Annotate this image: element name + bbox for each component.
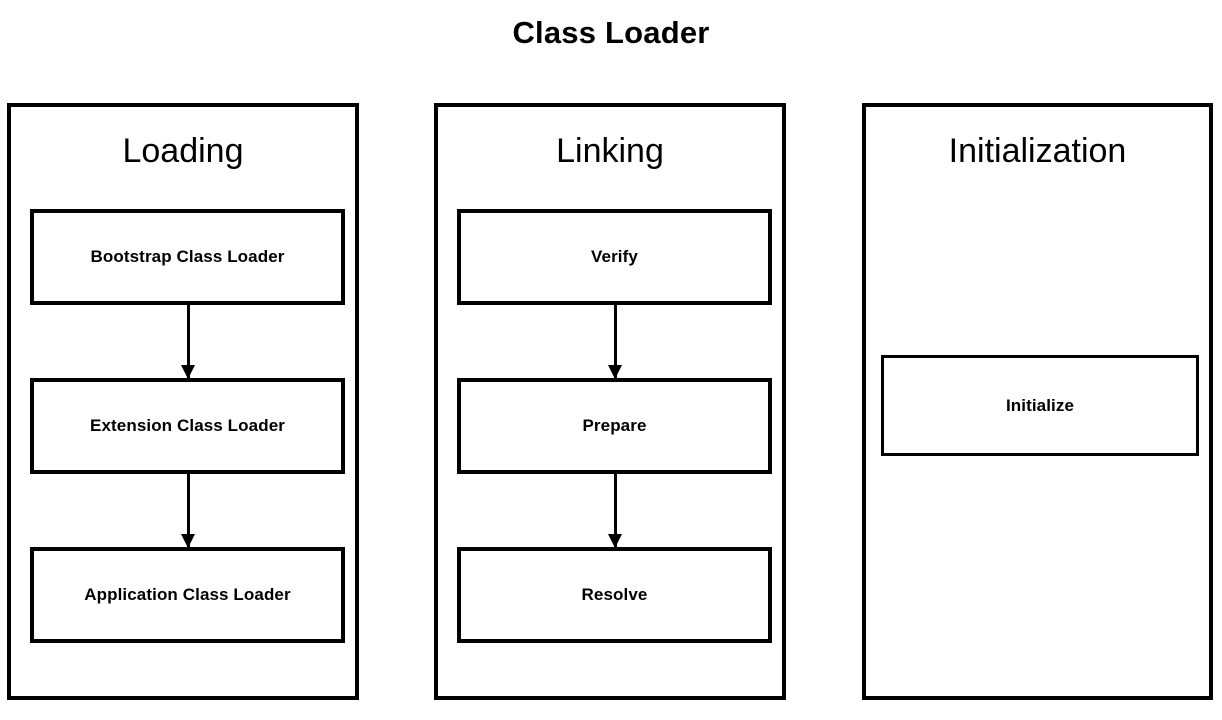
arrow-down-icon	[181, 474, 195, 548]
step-box-extension-class-loader: Extension Class Loader	[30, 378, 345, 474]
arrow-shaft	[614, 474, 617, 547]
arrow-down-icon	[181, 305, 195, 379]
phase-header-initialization: Initialization	[948, 132, 1127, 170]
arrow-shaft	[187, 305, 190, 378]
arrow-head	[608, 534, 622, 548]
phase-header-loading: Loading	[122, 132, 244, 170]
step-box-initialize: Initialize	[881, 355, 1199, 456]
step-label: Prepare	[582, 416, 647, 435]
arrow-down-icon	[608, 305, 622, 379]
step-label: Verify	[591, 247, 638, 266]
step-label: Application Class Loader	[84, 585, 291, 604]
arrow-head	[608, 365, 622, 379]
step-label: Resolve	[581, 585, 648, 604]
step-box-bootstrap-class-loader: Bootstrap Class Loader	[30, 209, 345, 305]
step-box-resolve: Resolve	[457, 547, 772, 643]
arrow-down-icon	[608, 474, 622, 548]
step-box-prepare: Prepare	[457, 378, 772, 474]
step-label: Extension Class Loader	[90, 416, 285, 435]
arrow-head	[181, 365, 195, 379]
arrow-shaft	[187, 474, 190, 547]
arrow-head	[181, 534, 195, 548]
page-title: Class Loader	[512, 15, 710, 50]
step-box-verify: Verify	[457, 209, 772, 305]
phase-column-linking: Linking Verify Prepare Resolve	[434, 103, 786, 700]
phase-column-loading: Loading Bootstrap Class Loader Extension…	[7, 103, 359, 700]
step-label: Bootstrap Class Loader	[90, 247, 285, 266]
step-box-application-class-loader: Application Class Loader	[30, 547, 345, 643]
phase-column-initialization: Initialization Initialize	[862, 103, 1213, 700]
phase-header-linking: Linking	[556, 132, 664, 170]
arrow-shaft	[614, 305, 617, 378]
step-label: Initialize	[1005, 395, 1075, 415]
